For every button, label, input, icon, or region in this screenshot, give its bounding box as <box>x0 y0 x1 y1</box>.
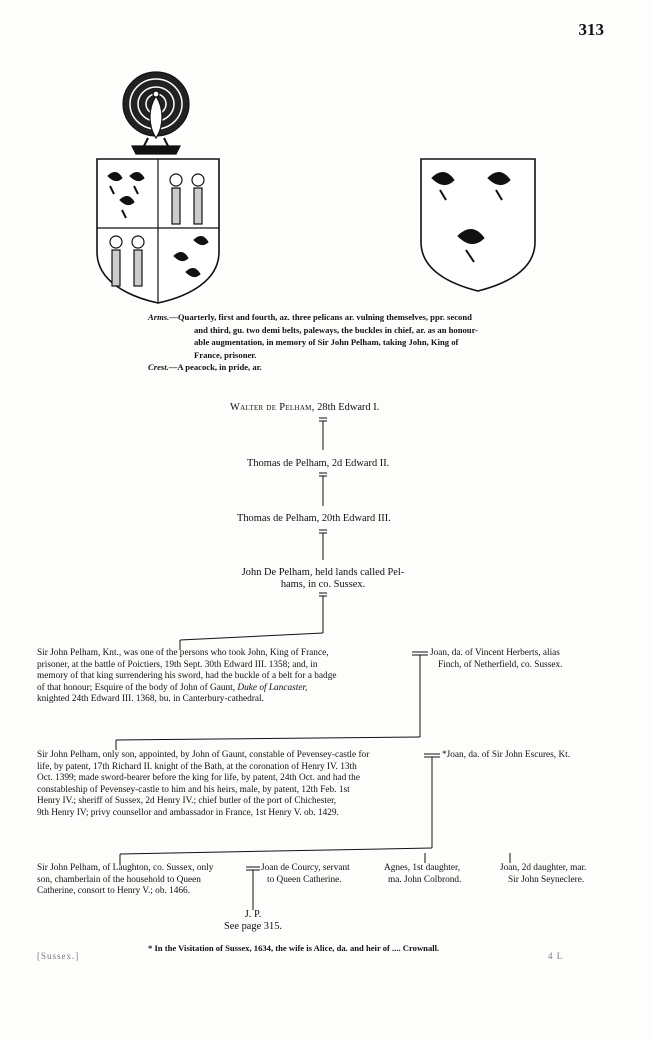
only-son-line-4: constableship of Pevensey-castle to him … <box>37 784 350 795</box>
only-son-line-3: Oct. 1399; made sword-bearer before the … <box>37 773 360 784</box>
joan-second-daughter: Joan, 2d daughter, mar. Sir John Seynecl… <box>500 863 586 886</box>
agnes-line-1: Agnes, 1st daughter, <box>384 863 461 873</box>
page-number: 313 <box>578 20 605 39</box>
walter-name: Walter de Pelham, <box>230 402 315 413</box>
continuation-initials: J. P. <box>244 909 262 920</box>
thomas-de-pelham-1: Thomas de Pelham, 2d Edward II. <box>247 458 390 469</box>
joan-escures: *Joan, da. of Sir John Escures, Kt. <box>442 750 571 760</box>
laughton-line-1: Sir John Pelham, of Laughton, co. Sussex… <box>37 863 214 873</box>
courcy-line-2: to Queen Catherine. <box>267 874 342 885</box>
sir-john-pelham-only-son: Sir John Pelham, only son, appointed, by… <box>37 750 369 820</box>
walter-date: 28th Edward I. <box>314 402 380 413</box>
joan-herberts-line-2: Finch, of Netherfield, co. Sussex. <box>438 659 563 670</box>
john-de-pelham-line-1: John De Pelham, held lands called Pel- <box>241 567 405 578</box>
arms-line-4: France, prisoner. <box>194 349 257 360</box>
joan2-line-2: Sir John Seyneclere. <box>508 874 585 885</box>
crest-label: Crest. <box>148 362 169 373</box>
john-de-pelham-line-2: hams, in co. Sussex. <box>280 579 366 591</box>
arms-description: Arms.—Quarterly, first and fourth, az. t… <box>148 311 528 374</box>
john-pelham-of-laughton: Sir John Pelham, of Laughton, co. Sussex… <box>37 863 213 898</box>
arms-label: Arms. <box>148 312 170 322</box>
joan2-line-1: Joan, 2d daughter, mar. <box>500 863 587 873</box>
quartered-shield-icon <box>96 158 220 304</box>
continuation-note: J. P. See page 315. <box>208 909 298 934</box>
arms-text: —Quarterly, first and fourth, az. three … <box>169 312 472 322</box>
only-son-line-5: Henry IV.; sheriff of Sussex, 2d Henry I… <box>37 796 337 807</box>
duke-of-lancaster: Duke of Lancaster, <box>237 682 308 693</box>
sir-john-pelham-knt: Sir John Pelham, Knt., was one of the pe… <box>37 648 422 706</box>
only-son-line-1: Sir John Pelham, only son, appointed, by… <box>37 750 370 760</box>
arms-line-3: able augmentation, in memory of Sir John… <box>194 337 459 348</box>
margin-signature: 4 L <box>548 951 564 961</box>
crest-text: —A peacock, in pride, ar. <box>168 362 262 373</box>
arms-line-2: and third, gu. two demi belts, paleways,… <box>194 324 478 335</box>
knt-line-1: Sir John Pelham, Knt., was one of the pe… <box>37 648 329 658</box>
continuation-see-page: See page 315. <box>224 921 282 933</box>
laughton-line-2: son, chamberlain of the household to Que… <box>37 874 201 885</box>
joan-herberts: Joan, da. of Vincent Herberts, alias Fin… <box>430 648 562 671</box>
margin-sussex: [Sussex.] <box>37 951 80 961</box>
agnes-first-daughter: Agnes, 1st daughter, ma. John Colbrond. <box>384 863 461 886</box>
knt-line-5: knighted 24th Edward III. 1368, bu. in C… <box>37 694 264 705</box>
only-son-line-2: life, by patent, 17th Richard II. knight… <box>37 761 357 772</box>
joan-herberts-line-1: Joan, da. of Vincent Herberts, alias <box>430 648 560 658</box>
knt-line-2: prisoner, at the battle of Poictiers, 19… <box>37 659 318 670</box>
joan-de-courcy: Joan de Courcy, servant to Queen Catheri… <box>261 863 350 886</box>
thomas-de-pelham-2: Thomas de Pelham, 20th Edward III. <box>237 513 391 524</box>
agnes-line-2: ma. John Colbrond. <box>388 874 462 885</box>
courcy-line-1: Joan de Courcy, servant <box>261 863 350 873</box>
pelican-shield-icon <box>420 158 536 292</box>
walter-de-pelham: Walter de Pelham, 28th Edward I. <box>230 402 379 414</box>
knt-line-4: of that honour; Esquire of the body of J… <box>37 682 238 693</box>
peacock-crest-icon <box>122 71 190 155</box>
laughton-line-3: Catherine, consort to Henry V.; ob. 1466… <box>37 886 191 897</box>
footnote: * In the Visitation of Sussex, 1634, the… <box>148 943 440 953</box>
knt-line-3: memory of that king surrendering his swo… <box>37 671 337 682</box>
only-son-line-6: 9th Henry IV; privy counsellor and ambas… <box>37 807 339 818</box>
john-de-pelham: John De Pelham, held lands called Pel- h… <box>228 567 418 592</box>
